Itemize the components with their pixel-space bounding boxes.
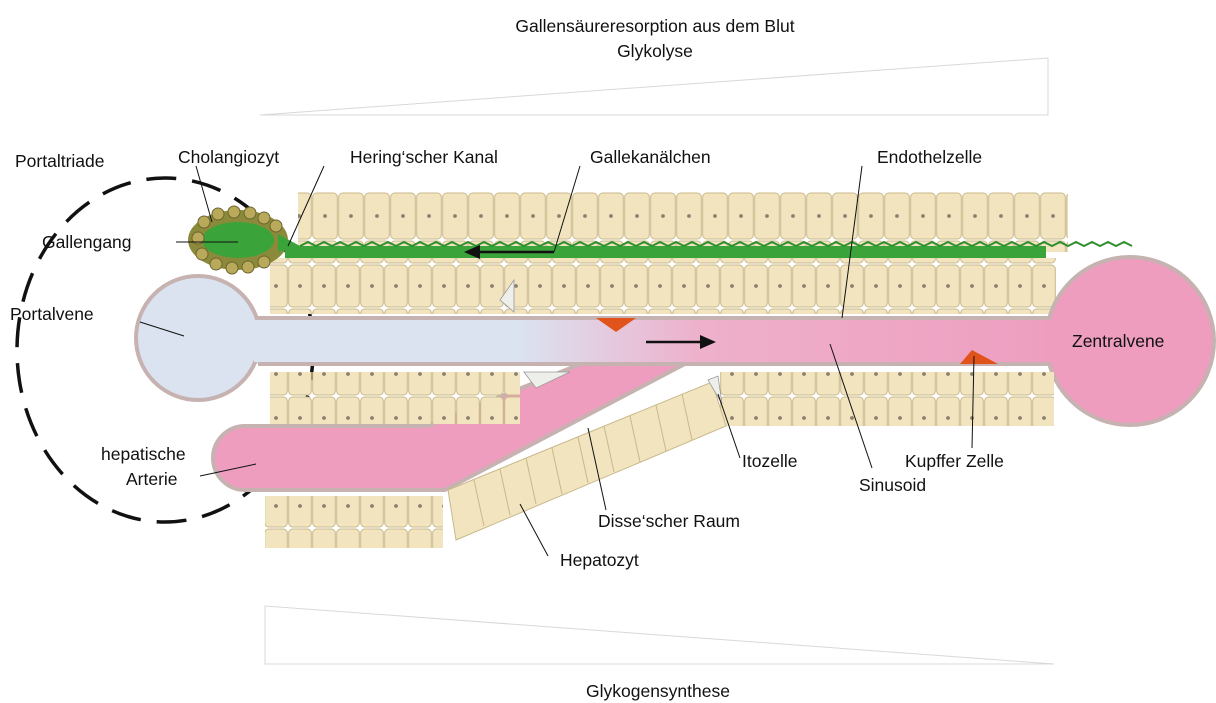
label-zentralvene: Zentralvene	[1072, 331, 1164, 351]
label-endothelzelle: Endothelzelle	[877, 147, 982, 167]
label-gallekanaelchen: Gallekanälchen	[590, 147, 711, 167]
label-glykogensynthese: Glykogensynthese	[586, 681, 730, 701]
header-line2: Glykolyse	[617, 41, 693, 61]
header-line1: Gallensäureresorption aus dem Blut	[515, 16, 794, 36]
bile-canaliculus	[285, 246, 1046, 258]
glycolysis-gradient-wedge	[260, 58, 1048, 115]
label-itozelle: Itozelle	[742, 451, 797, 471]
label-sinusoid: Sinusoid	[859, 475, 926, 495]
label-cholangiozyt: Cholangiozyt	[178, 147, 279, 167]
label-hepatozyt: Hepatozyt	[560, 550, 639, 570]
label-hering: Hering‘scher Kanal	[350, 147, 498, 167]
label-gallengang: Gallengang	[42, 232, 132, 252]
label-disse: Disse‘scher Raum	[598, 511, 740, 531]
glycogen-synthesis-gradient-wedge	[265, 606, 1054, 664]
label-arterie: Arterie	[126, 469, 178, 489]
label-portalvene: Portalvene	[10, 304, 94, 324]
portal-vein	[136, 276, 260, 400]
label-hepatische: hepatische	[101, 444, 186, 464]
label-kupffer: Kupffer Zelle	[905, 451, 1004, 471]
label-portaltriade: Portaltriade	[15, 151, 105, 171]
